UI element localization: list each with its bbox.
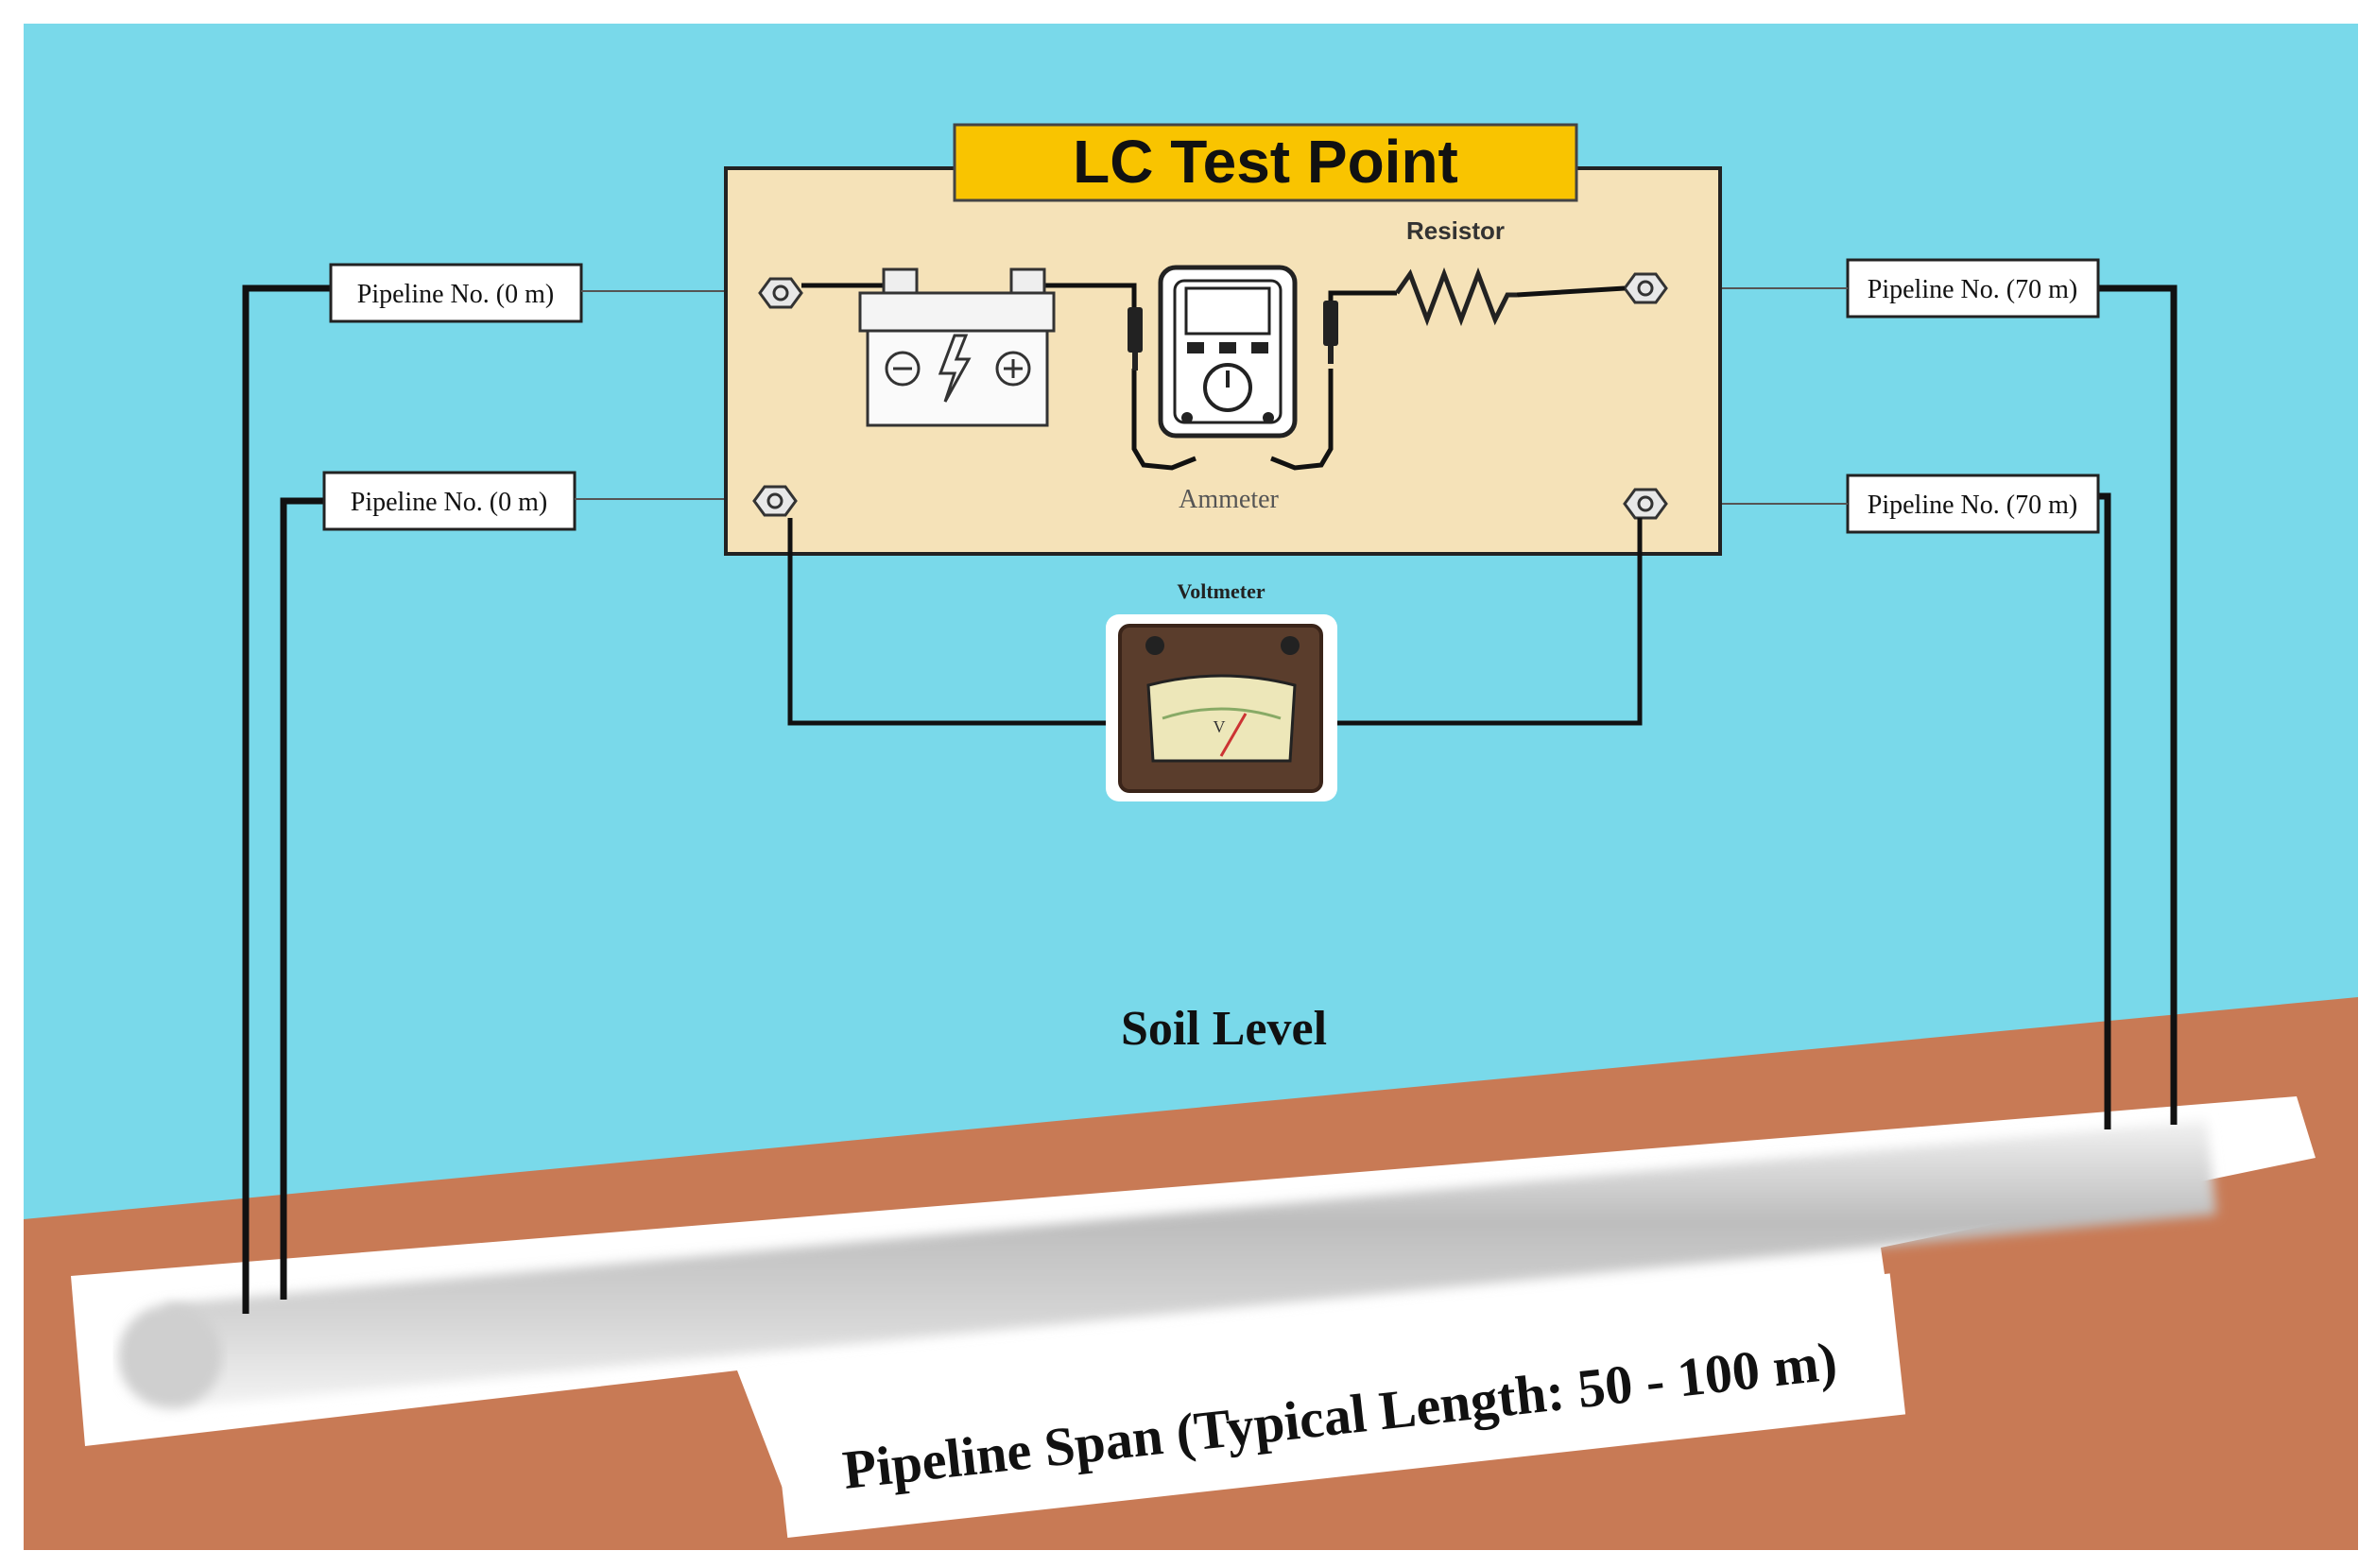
terminal-label-left-top: Pipeline No. (0 m) [329,263,583,323]
resistor-label: Resistor [1406,216,1505,245]
multimeter-probes [1128,301,1338,370]
panel-terminal-right-bottom [1623,488,1668,520]
svg-text:V: V [1214,717,1226,736]
panel-terminal-left-top [758,277,803,309]
voltmeter-label: Voltmeter [1177,579,1265,603]
title-banner: LC Test Point [953,123,1578,202]
voltmeter-icon: V [1106,614,1337,801]
terminal-label-right-top-text: Pipeline No. (70 m) [1868,275,2077,304]
wires-to-pipe [242,284,2178,1314]
title-text: LC Test Point [1073,128,1458,196]
pipeline [118,1120,2216,1408]
terminal-label-right-bottom-text: Pipeline No. (70 m) [1868,491,2077,520]
multimeter-icon [1158,265,1298,439]
panel-terminal-right-top [1623,272,1668,304]
resistor-icon [1394,267,1517,327]
terminal-label-left-bottom-text: Pipeline No. (0 m) [351,488,547,517]
soil-level-label: Soil Level [1121,1002,1327,1056]
terminal-label-left-top-text: Pipeline No. (0 m) [357,280,554,309]
battery-icon [858,267,1056,427]
terminal-label-right-bottom: Pipeline No. (70 m) [1846,474,2100,534]
terminal-label-left-bottom: Pipeline No. (0 m) [322,471,577,531]
label-leader-lines [575,287,1848,505]
panel-terminal-left-bottom [752,485,798,517]
ammeter-label: Ammeter [1179,485,1279,514]
terminal-label-right-top: Pipeline No. (70 m) [1846,258,2100,319]
